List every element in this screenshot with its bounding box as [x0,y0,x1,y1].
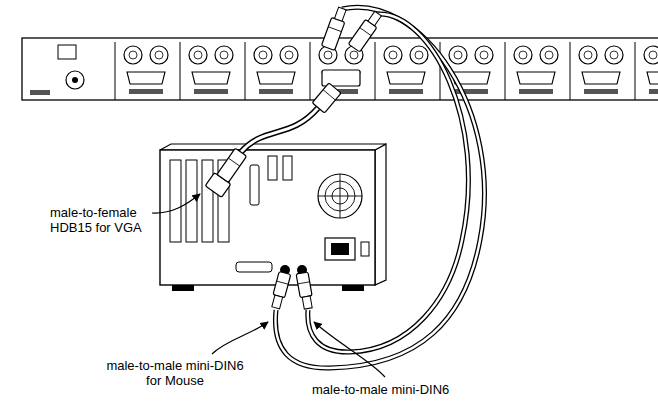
panel-marking [30,90,50,95]
pc-foot [342,285,364,291]
callout-label: male-to-male mini-DIN6 for Mouse [102,358,248,388]
leader-arrow [152,194,200,213]
vga-cable-core [241,108,318,152]
fan-grill-bar [340,174,341,218]
callout-label: male-to-male mini-DIN6 [312,382,512,397]
port-group [180,42,233,100]
power-jack-pin [72,77,78,83]
pc-side [375,144,386,285]
mini-din-plug [270,271,291,309]
power-icon [58,45,76,59]
power-jack [66,71,84,89]
port-group [505,42,558,100]
parallel-port [250,165,259,205]
leader-arrow [212,322,268,354]
keyboard-cable [308,14,469,352]
mini-din-plug [321,6,349,50]
power-socket [325,238,355,260]
power-socket-inner [331,243,349,255]
hdb15-plug [312,83,341,113]
port [268,156,277,180]
vga-cable [241,108,318,152]
hdb15-plug [205,146,249,197]
keyboard-cable-core [308,14,469,352]
expansion-slot [202,160,213,242]
power-switch [361,242,369,256]
pc-foot [172,285,194,291]
leader-arrow [314,322,385,377]
serial-port [236,262,272,272]
cable-label: male-to-male mini-DIN6 for Mouse [102,358,248,388]
port-group [570,42,623,100]
port-group [635,42,658,100]
cable-label: male-to-male mini-DIN6 [312,382,512,397]
callout-label: male-to-female HDB15 for VGA [50,205,158,235]
expansion-slot [170,160,181,242]
mini-din-plug [296,272,314,310]
pc-top [160,144,386,150]
port-group [375,42,428,100]
pc-rear-panel [160,150,375,285]
cable-label: male-to-female HDB15 for VGA [50,205,158,235]
port [283,156,292,180]
port-group [245,42,298,100]
kvm-panel [22,38,658,100]
port-group [115,42,168,100]
mini-din-plug [348,10,384,52]
fan-grill [318,174,362,218]
